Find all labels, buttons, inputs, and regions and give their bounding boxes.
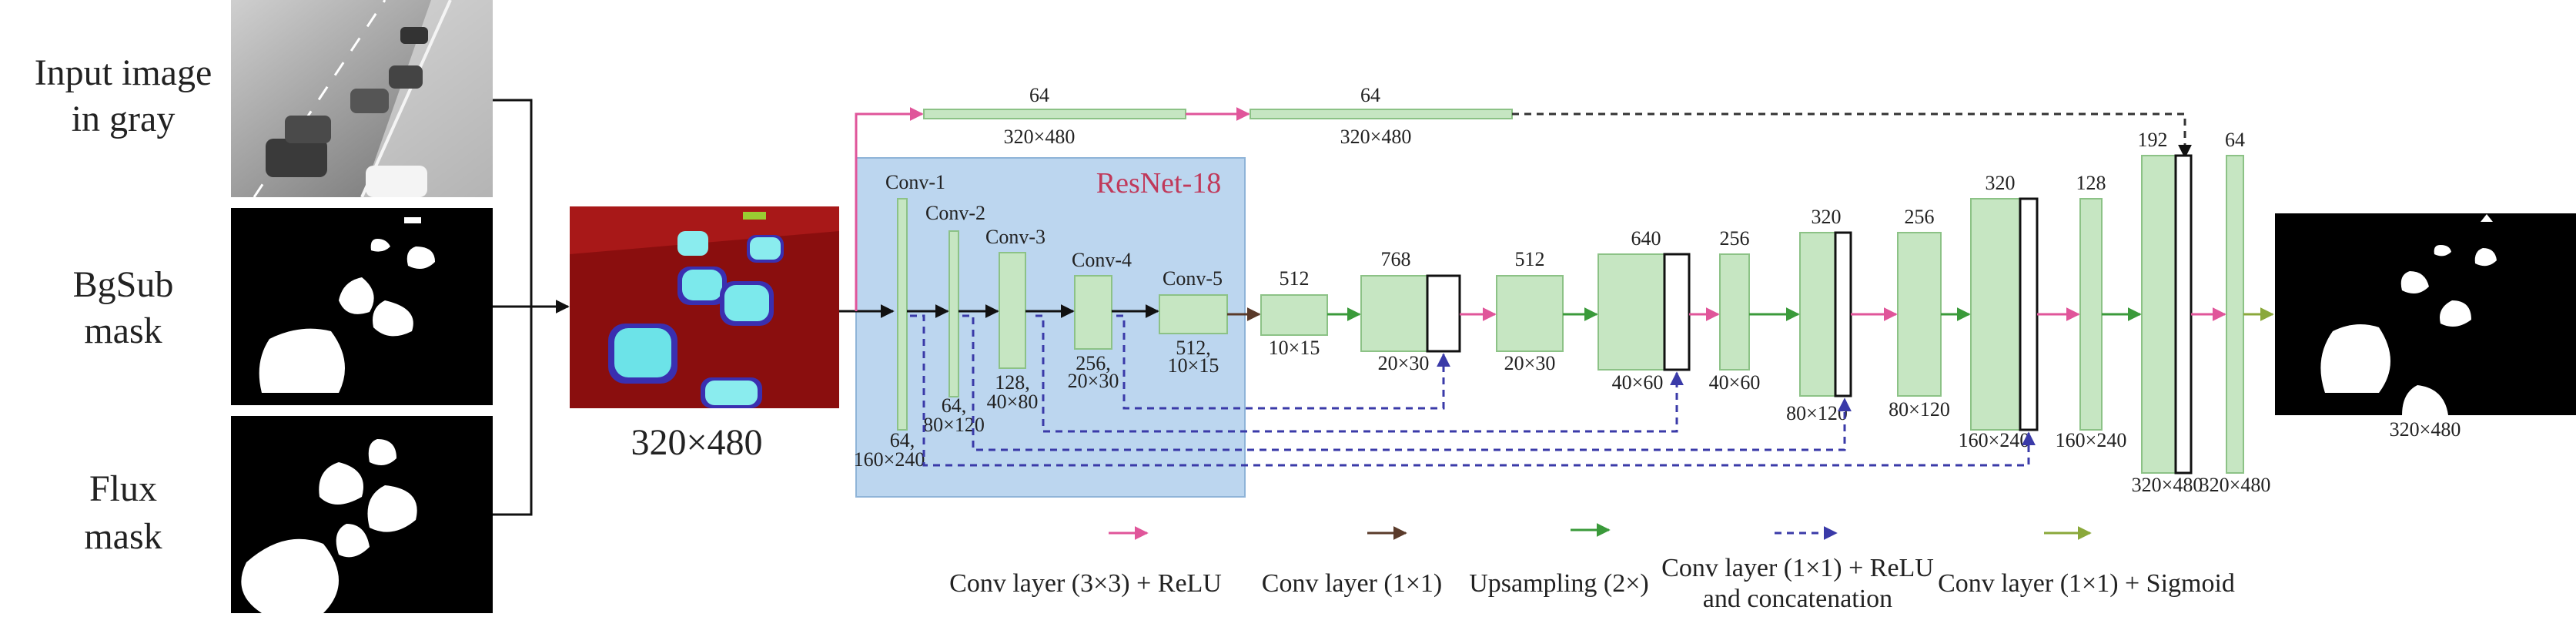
skip-connections [910, 314, 2036, 467]
skip-block-1 [923, 109, 1186, 119]
input-labels: Input image in gray BgSub mask Flux mask [35, 52, 212, 557]
legend-upsample-label: Upsampling (2×) [1469, 569, 1649, 598]
b4-ch: 640 [1631, 227, 1661, 250]
conv4-ch: 256, [1076, 352, 1111, 374]
b10-size: 320×480 [2132, 474, 2203, 496]
dec-block-1 [1260, 294, 1328, 336]
conv2-block [948, 230, 959, 397]
dec-block-7 [1897, 232, 1942, 397]
b3-ch: 512 [1515, 248, 1545, 270]
legend-sigmoid-label: Conv layer (1×1) + Sigmoid [1938, 569, 2235, 598]
b1-size: 10×15 [1269, 337, 1320, 359]
conv3-block [999, 252, 1026, 369]
resnet-title: ResNet-18 [1096, 167, 1222, 200]
dec-concat-8 [2019, 197, 2039, 431]
b5-ch: 256 [1720, 227, 1750, 250]
bgsub-label-line1: BgSub [73, 264, 174, 305]
b11-ch: 64 [2225, 129, 2245, 151]
gray-label-line1: Input image [35, 52, 212, 93]
dec-concat-2 [1426, 274, 1461, 353]
conv1-ch: 64, [890, 429, 915, 451]
b8-ch: 320 [1986, 172, 2016, 194]
output-size-label: 320×480 [2390, 418, 2461, 441]
conv1-size: 160×240 [854, 448, 925, 471]
legend: Conv layer (3×3) + ReLU Conv layer (1×1)… [949, 523, 2235, 613]
skip1-ch: 64 [1029, 84, 1049, 106]
skip2-size: 320×480 [1340, 126, 1412, 148]
composite-size-label: 320×480 [631, 422, 762, 463]
b7-ch: 256 [1905, 206, 1935, 228]
dec-block-6 [1799, 232, 1836, 397]
dec-block-8 [1970, 198, 2021, 431]
decoder-labels: 512 10×15 768 20×30 512 20×30 640 40×60 … [1269, 129, 2271, 496]
top-skip-path: 64 320×480 64 320×480 [855, 84, 2192, 311]
output-mask-image [2275, 213, 2576, 415]
conv4-block [1074, 275, 1112, 350]
flux-mask-image [231, 416, 493, 613]
conv3-name: Conv-3 [985, 226, 1045, 248]
b10-ch: 192 [2138, 129, 2168, 151]
decoder-blocks [1260, 154, 2244, 474]
bgsub-mask-image [231, 208, 493, 405]
legend-concat-label-1: Conv layer (1×1) + ReLU [1661, 554, 1934, 582]
legend-conv1-label: Conv layer (1×1) [1262, 569, 1442, 598]
b8-size: 160×240 [1959, 429, 2030, 451]
skip2-ch: 64 [1360, 84, 1380, 106]
b6-size: 80×120 [1786, 402, 1848, 424]
conv2-name: Conv-2 [925, 202, 985, 224]
dec-block-9 [2079, 198, 2103, 431]
conv4-size: 20×30 [1068, 370, 1119, 392]
dec-concat-4 [1663, 253, 1691, 371]
conv5-ch: 512, [1176, 337, 1211, 359]
conv1-block [897, 198, 908, 431]
dec-block-10 [2141, 155, 2176, 474]
encoder-blocks: Conv-1 Conv-2 Conv-3 Conv-4 Conv-5 64, 1… [854, 171, 1228, 471]
b2-size: 20×30 [1378, 352, 1430, 374]
b9-ch: 128 [2076, 172, 2106, 194]
flux-label-line2: mask [84, 516, 162, 557]
b4-size: 40×60 [1612, 371, 1664, 394]
conv5-block [1159, 294, 1228, 334]
b5-size: 40×60 [1709, 371, 1761, 394]
b2-ch: 768 [1381, 248, 1411, 270]
input-merge-connector [493, 99, 570, 516]
conv2-size: 80×120 [923, 414, 985, 436]
b11-size: 320×480 [2200, 474, 2271, 496]
b6-ch: 320 [1812, 206, 1842, 228]
b7-size: 80×120 [1889, 398, 1950, 421]
legend-concat-label-2: and concatenation [1703, 585, 1892, 613]
dec-block-4 [1597, 253, 1665, 371]
conv5-name: Conv-5 [1163, 267, 1223, 290]
skip-block-2 [1250, 109, 1513, 119]
conv1-name: Conv-1 [885, 171, 945, 193]
conv2-ch: 64, [942, 394, 967, 417]
dec-block-11 [2226, 155, 2244, 474]
conv3-size: 40×80 [987, 391, 1039, 413]
dec-concat-6 [1834, 231, 1852, 397]
b9-size: 160×240 [2056, 429, 2127, 451]
gray-input-image [231, 0, 493, 198]
skip1-size: 320×480 [1004, 126, 1076, 148]
dec-block-3 [1496, 275, 1564, 352]
conv3-ch: 128, [995, 371, 1030, 394]
b1-ch: 512 [1280, 267, 1310, 290]
composite-input-image [570, 206, 839, 408]
gray-label-line2: in gray [72, 99, 176, 139]
conv5-size: 10×15 [1168, 354, 1219, 377]
b3-size: 20×30 [1504, 352, 1556, 374]
flux-label-line1: Flux [89, 468, 157, 509]
dec-block-5 [1719, 253, 1750, 371]
dec-block-2 [1360, 275, 1428, 352]
bgsub-label-line2: mask [84, 310, 162, 351]
dec-concat-10 [2174, 154, 2193, 474]
conv4-name: Conv-4 [1072, 249, 1132, 271]
legend-conv3-label: Conv layer (3×3) + ReLU [949, 569, 1222, 598]
